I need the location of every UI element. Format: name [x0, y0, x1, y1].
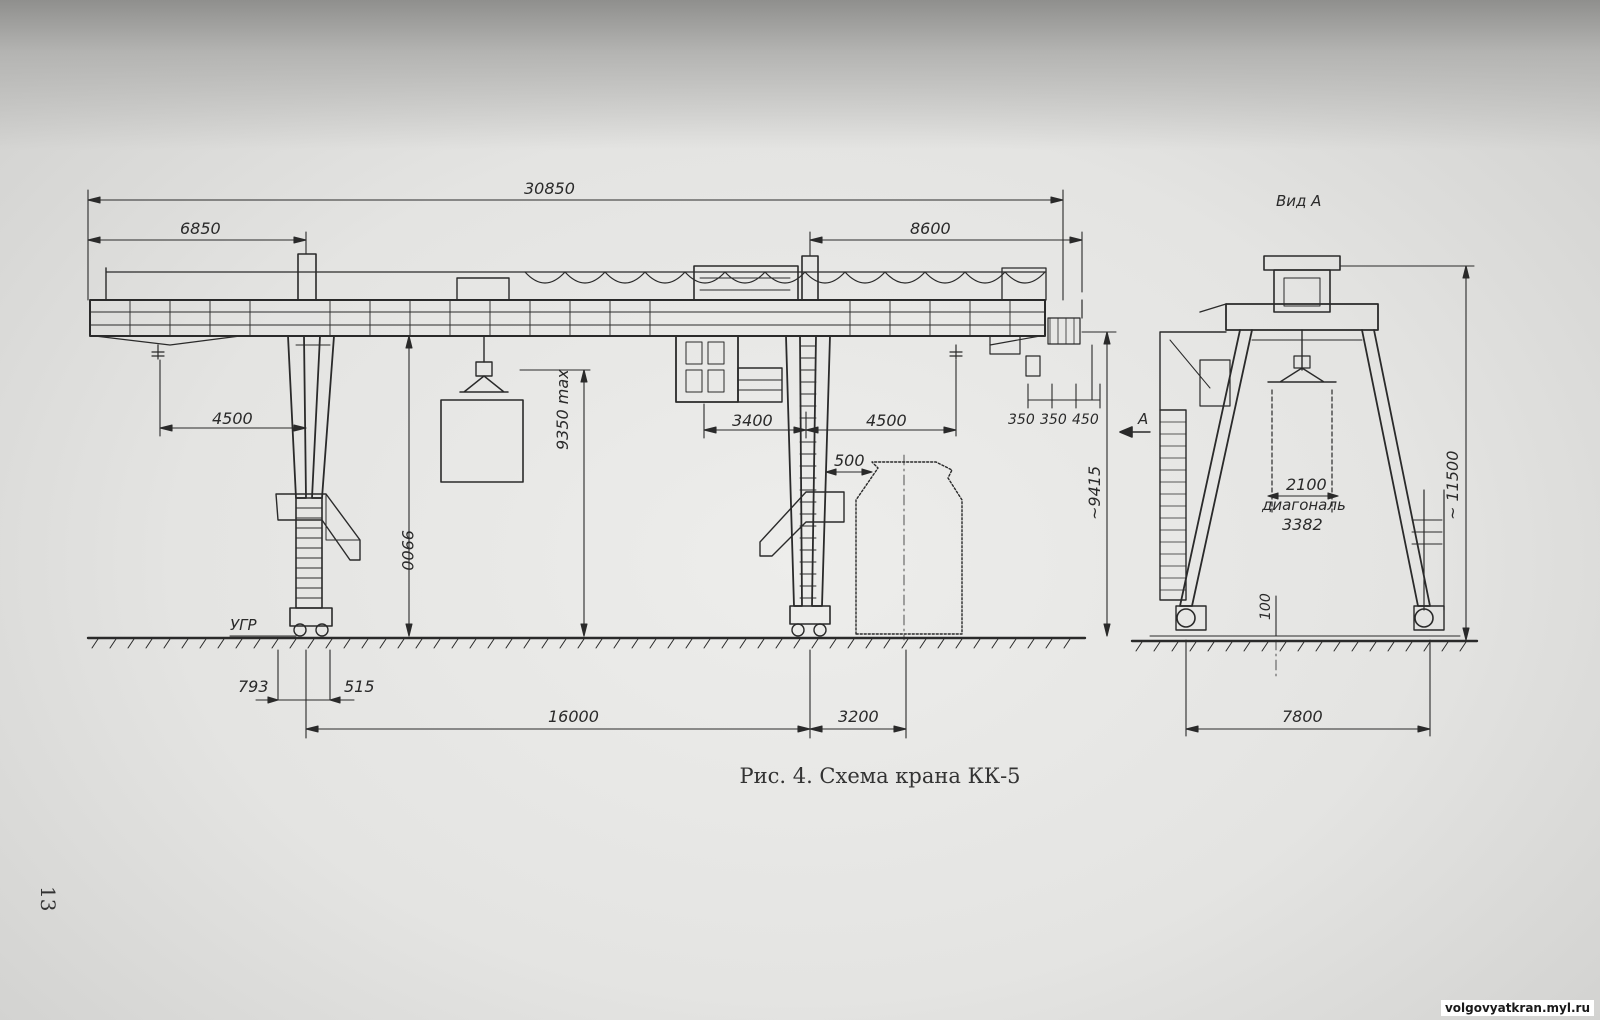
- dimension-lines: [87, 189, 1117, 739]
- dim-rail-100: 100: [1258, 593, 1274, 620]
- ground-side-view: [86, 636, 1087, 649]
- dim-hook-right: 4500: [866, 411, 907, 430]
- bridge-girder: [89, 267, 1083, 377]
- dim-hook-left: 4500: [212, 409, 253, 428]
- diagonal-label: диагональ: [1261, 496, 1346, 514]
- end-view-dimensions: [1185, 265, 1475, 737]
- dim-buffer-450: 450: [1072, 412, 1099, 428]
- dim-gauge: 7800: [1282, 707, 1323, 726]
- dim-total-height: ~ 11500: [1443, 451, 1462, 520]
- dim-right-cantilever: 8600: [910, 219, 951, 238]
- loading-gauge-outline: [855, 454, 963, 641]
- ground-level-label: УГР: [230, 616, 257, 634]
- end-view-frame: [1159, 255, 1445, 681]
- dim-buffer-350b: 350: [1040, 412, 1067, 428]
- hook-center-marks: [151, 344, 963, 360]
- scan-shadow: [0, 0, 1600, 150]
- ground-end-view: [1130, 635, 1479, 652]
- dim-overall-length: 30850: [524, 179, 575, 198]
- trolley-with-cabin: [675, 265, 799, 403]
- dim-buffer-350a: 350: [1008, 412, 1035, 428]
- dim-left-cantilever: 6850: [180, 219, 221, 238]
- dim-lift-height: 9350 max: [553, 369, 572, 450]
- dim-container-width: 2100: [1286, 475, 1327, 494]
- figure-caption: Рис. 4. Схема крана КК-5: [739, 764, 1021, 788]
- right-support-leg: [759, 255, 845, 637]
- dim-height-9900: 9900: [398, 530, 417, 571]
- spreader-with-container: [440, 335, 524, 483]
- dim-span: 16000: [548, 707, 599, 726]
- dim-right-offset: 3200: [838, 707, 879, 726]
- dim-leg-left: 793: [238, 677, 269, 696]
- dim-diagonal-value: 3382: [1282, 515, 1323, 534]
- dim-cabin-offset: 3400: [732, 411, 773, 430]
- page-number: 13: [36, 886, 60, 912]
- dim-height-9415: ~9415: [1085, 466, 1104, 520]
- dim-clearance-500: 500: [834, 451, 865, 470]
- view-a-label: Вид А: [1276, 192, 1321, 210]
- view-a-arrow: [1119, 426, 1151, 438]
- view-a-arrow-label: А: [1137, 410, 1148, 428]
- dim-leg-right: 515: [344, 677, 375, 696]
- watermark: volgovyatkran.myl.ru: [1440, 1000, 1594, 1016]
- left-support-leg: [275, 253, 361, 637]
